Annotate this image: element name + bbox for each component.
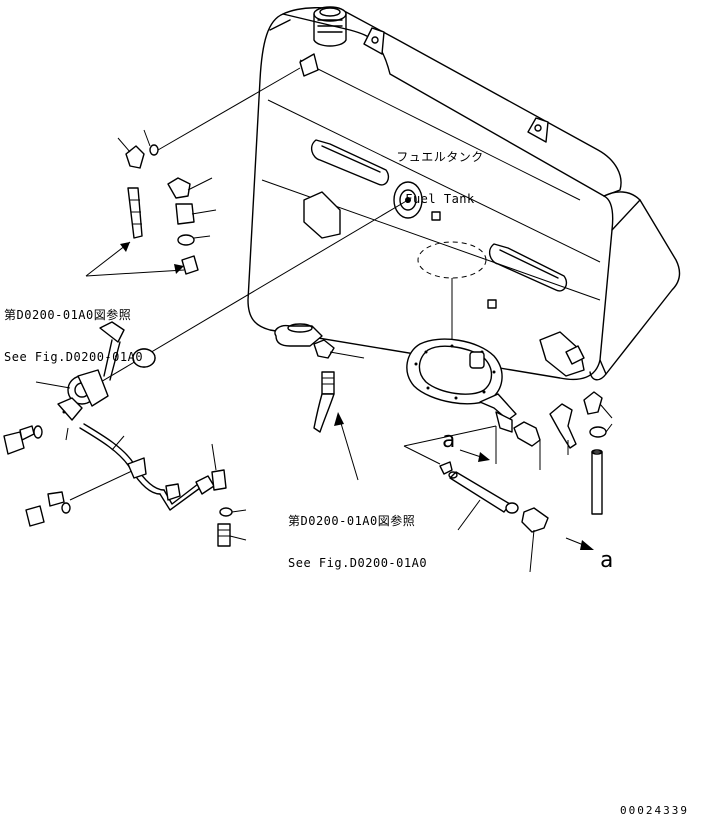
reference-note-left: 第D0200-01A0図参照 See Fig.D0200-01A0 (4, 280, 143, 378)
fuel-tank (247, 6, 681, 381)
center-hose-assembly (274, 323, 365, 481)
reference-note-left-jp: 第D0200-01A0図参照 (4, 308, 132, 322)
o-ring (132, 348, 156, 368)
fuel-level-sender (406, 278, 517, 433)
drain-pipe (439, 461, 549, 573)
left-flange-assembly (3, 199, 409, 527)
fuel-tank-label: フュエルタンク Fuel Tank (390, 122, 490, 220)
fuel-tank-label-jp: フュエルタンク (396, 150, 484, 164)
reference-note-center: 第D0200-01A0図参照 See Fig.D0200-01A0 (288, 486, 427, 584)
gauge-pipe (79, 423, 247, 547)
fuel-tank-label-en: Fuel Tank (405, 192, 475, 206)
reference-note-center-jp: 第D0200-01A0図参照 (288, 514, 416, 528)
upper-left-fittings (85, 67, 301, 277)
callout-letter-top: a (442, 428, 456, 453)
callout-a-lines (403, 425, 594, 550)
callout-letter-bottom: a (600, 548, 614, 573)
drawing-number: 00024339 (620, 804, 689, 817)
reference-note-center-en: See Fig.D0200-01A0 (288, 556, 428, 570)
reference-note-left-en: See Fig.D0200-01A0 (4, 350, 144, 364)
right-fittings (513, 391, 613, 515)
